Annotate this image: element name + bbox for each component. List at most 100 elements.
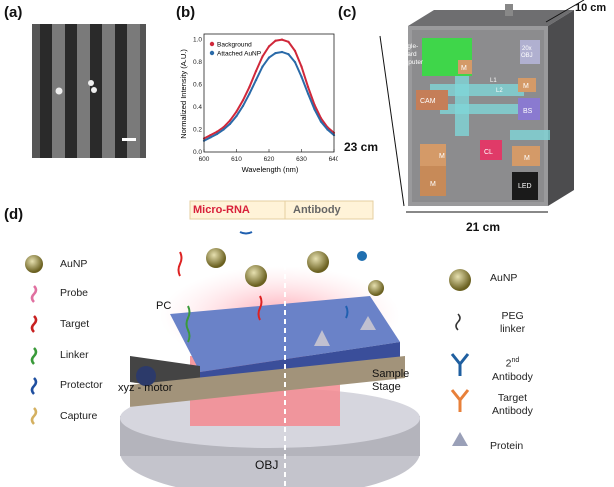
data-point <box>300 75 303 78</box>
data-point <box>235 114 238 118</box>
data-point <box>215 132 219 136</box>
panel-label-b: (b) <box>176 4 196 21</box>
data-point <box>306 85 310 88</box>
label-xyz-motor: xyz - motor <box>118 382 173 394</box>
data-point <box>306 92 310 95</box>
label-m2: M <box>523 83 529 90</box>
aunp-icon <box>449 269 471 291</box>
label-m1: M <box>461 65 467 72</box>
data-point <box>254 69 258 73</box>
label-led: LED <box>518 183 532 190</box>
legend-target: Target <box>60 318 90 330</box>
label-cl: CL <box>484 149 493 156</box>
label-l1: L1 <box>490 78 497 84</box>
linker-icon <box>30 347 38 365</box>
protein-icon <box>452 432 468 446</box>
data-point <box>287 40 290 43</box>
label-bs: BS <box>523 108 533 115</box>
data-point <box>235 110 238 113</box>
data-point <box>287 53 290 56</box>
legend-marker-0 <box>209 41 215 47</box>
spectrum-chart: 600 610 620 630 640 0.0 0.2 0.4 0.6 0.8 1.0 Wavele… <box>179 33 338 174</box>
data-point <box>241 99 245 102</box>
panel-label-d: (d) <box>4 206 24 223</box>
legend-linker: Linker <box>60 349 89 361</box>
data-point <box>241 104 245 108</box>
legend-right-target-antibody: Target Antibody <box>492 392 533 417</box>
y-tick-label: 0.6 <box>193 82 202 89</box>
protector-icon <box>30 377 38 395</box>
legend-protector: Protector <box>60 379 103 391</box>
data-point <box>228 122 232 126</box>
x-tick-label: 630 <box>296 156 307 163</box>
nanoparticle <box>88 80 94 86</box>
legend-marker-1 <box>209 50 215 56</box>
y-tick-label: 1.0 <box>193 37 202 44</box>
label-m3: M <box>439 153 445 160</box>
x-tick-label: 620 <box>264 156 275 163</box>
data-point <box>222 128 225 131</box>
data-point <box>274 39 277 42</box>
data-point <box>326 128 329 131</box>
legend-label-1: Attached AuNP <box>217 51 261 58</box>
legend-aunp: AuNP <box>60 258 88 270</box>
data-point <box>261 55 264 58</box>
data-point <box>209 134 212 137</box>
tab-antibody: Antibody <box>293 204 341 216</box>
target-antibody-icon <box>450 389 470 412</box>
y-tick-label: 0.2 <box>193 127 202 134</box>
label-obj: OBJ <box>255 458 279 472</box>
scale-bar <box>122 138 136 141</box>
y-tick-label: 0.4 <box>193 104 202 111</box>
label-pc: PC <box>156 300 172 312</box>
legend-right-protein: Protein <box>490 440 524 452</box>
nanoparticle <box>91 87 97 93</box>
y-tick-label: 0.8 <box>193 59 202 66</box>
legend-right-icons <box>449 269 471 446</box>
data-point <box>274 52 277 55</box>
legend-left-icons <box>25 255 43 425</box>
panel-label-c: (c) <box>338 4 357 21</box>
nanoparticle <box>55 87 63 95</box>
target-icon <box>30 315 38 333</box>
label-m4: M <box>430 181 436 188</box>
x-tick-label: 600 <box>199 156 210 163</box>
legend-right-aunp: AuNP <box>490 272 518 284</box>
biosensor-diagram <box>120 200 420 487</box>
x-tick-label: 610 <box>231 156 242 163</box>
legend-label-0: Background <box>217 42 252 49</box>
data-point <box>261 65 264 68</box>
y-tick-label: 0.0 <box>193 149 202 156</box>
chart-ylabel: Normalized Intensity (A.U.) <box>179 49 188 139</box>
probe-icon <box>30 285 38 303</box>
dim-top: 10 cm <box>575 2 607 14</box>
label-l2: L2 <box>496 88 503 94</box>
peg-linker-icon <box>455 313 461 331</box>
chart-xlabel: Wavelength (nm) <box>242 165 299 174</box>
data-point <box>228 119 232 122</box>
data-point <box>300 65 303 68</box>
panel-label-a: (a) <box>4 4 23 21</box>
data-point <box>254 78 258 82</box>
chart-frame <box>203 33 335 153</box>
data-point <box>267 56 271 59</box>
data-point <box>267 45 271 48</box>
data-point <box>293 49 297 52</box>
legend-probe: Probe <box>60 287 89 299</box>
data-point <box>280 50 284 54</box>
data-point <box>280 38 284 41</box>
legend-capture: Capture <box>60 410 98 422</box>
x-tick-label: 640 <box>329 156 338 163</box>
data-point <box>293 60 297 64</box>
legend-right-peg: PEG linker <box>500 310 526 335</box>
dim-left: 23 cm <box>344 140 379 154</box>
data-point <box>248 92 251 95</box>
label-cam: CAM <box>420 98 436 105</box>
sem-image <box>32 24 146 158</box>
antibody-icon <box>450 353 470 376</box>
capture-icon <box>30 407 38 425</box>
